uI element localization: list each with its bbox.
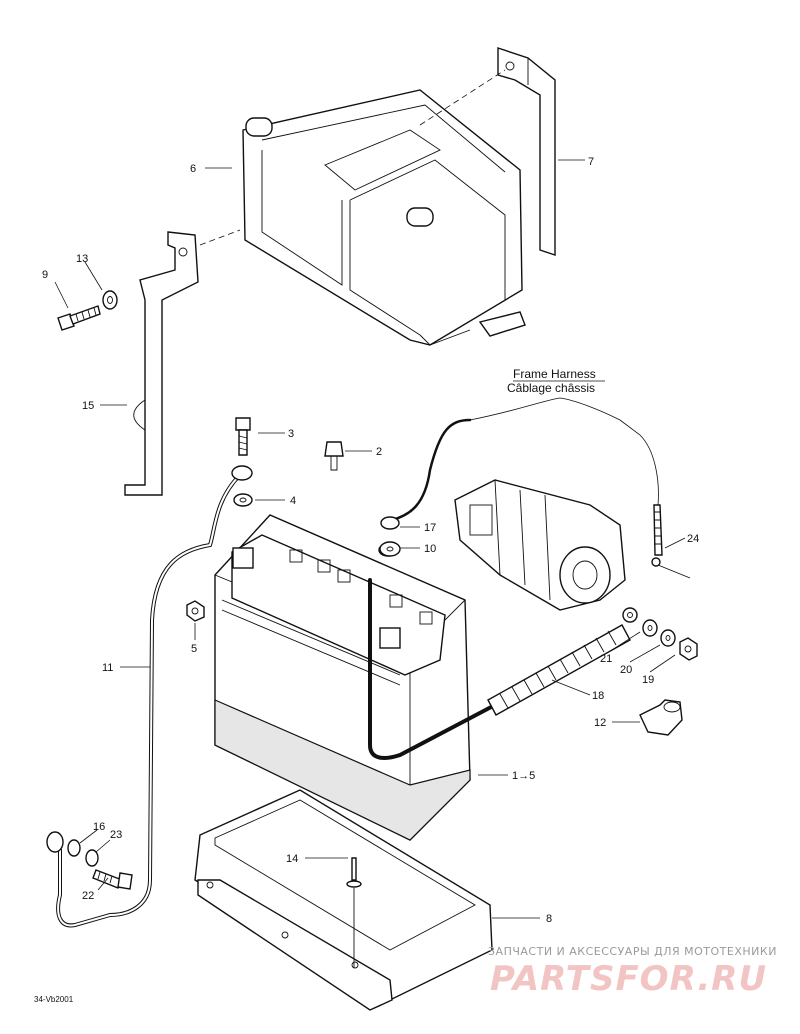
callout-11: 11 [102,662,113,674]
watermark-tagline: ЗАПЧАСТИ И АКСЕССУАРЫ ДЛЯ МОТОТЕХНИКИ [488,945,777,958]
cable-18 [487,607,638,716]
callout-19: 19 [642,674,654,686]
align-line-left [199,229,241,246]
washer-21 [642,619,658,637]
washer-16 [67,839,81,857]
callout-6: 6 [190,163,196,175]
callout-17: 17 [424,522,436,534]
callout-7: 7 [588,156,594,168]
callout-21: 21 [600,653,612,665]
bolt-9 [57,305,101,331]
harness-label-en: Frame Harness [513,367,596,381]
callouts: 6 7 9 13 15 3 2 4 17 10 5 11 24 21 20 19… [42,156,699,925]
callout-22: 22 [82,890,94,902]
callout-24: 24 [687,533,699,545]
callout-16: 16 [93,821,105,833]
callout-5: 5 [191,643,197,655]
harness-label-fr: Câblage châssis [507,381,595,395]
bolt-2 [324,441,344,471]
callout-23: 23 [110,829,122,841]
harness-cable-17 [380,418,472,530]
callout-12: 12 [594,717,606,729]
battery-cover [242,89,526,346]
battery [214,514,471,841]
callout-1-to-5: 1→5 [512,770,535,782]
callout-2: 2 [376,446,382,458]
callout-8: 8 [546,913,552,925]
terminal-boot-12 [639,699,683,736]
ground-cable-11 [46,465,253,928]
align-line-top [419,69,506,126]
callout-15: 15 [82,400,94,412]
harness-bracket [469,397,659,506]
callout-14: 14 [286,853,298,865]
watermark-brand: PARTSFOR.RU [490,959,767,999]
callout-3: 3 [288,428,294,440]
leader-lines [54,159,686,919]
washer-10 [379,541,401,557]
callout-9: 9 [42,269,48,281]
callout-13: 13 [76,253,88,265]
bolt-3 [235,417,251,456]
callout-10: 10 [424,543,436,555]
pin-14 [346,857,362,968]
callout-4: 4 [290,495,296,507]
nut-19 [679,637,698,661]
starter-motor [454,479,626,611]
bolt-22 [92,869,133,890]
cover-bracket [497,47,556,256]
battery-tray [194,789,493,1011]
washer-20 [660,629,676,647]
cable-24 [651,504,691,579]
callout-18: 18 [592,690,604,702]
drawing-code: 34-Vb2001 [34,995,74,1004]
washer-13 [102,290,118,310]
nut-5 [186,600,205,622]
callout-20: 20 [620,664,632,676]
hold-down-strap [124,231,199,496]
washer-23 [85,849,99,867]
washer-4 [233,493,253,507]
